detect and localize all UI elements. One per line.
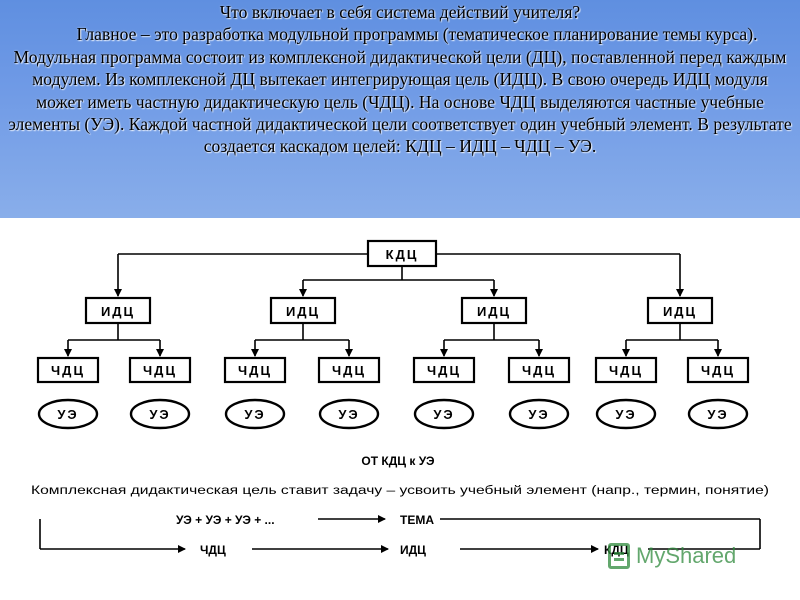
watermark: MyShared: [608, 538, 768, 574]
level4-label: УЭ: [528, 407, 549, 422]
flow-sum-label: УЭ + УЭ + УЭ + ...: [176, 513, 275, 527]
level2-node: ИДЦ: [84, 296, 152, 325]
level4-label: УЭ: [615, 407, 636, 422]
level3-label: ЧДЦ: [609, 363, 643, 378]
level3-node: ЧДЦ: [317, 356, 381, 384]
watermark-text: MyShared: [636, 543, 737, 568]
flow-chdc-label: ЧДЦ: [200, 543, 226, 557]
level3-label: ЧДЦ: [332, 363, 366, 378]
level2-label: ИДЦ: [286, 304, 320, 319]
level4-node: УЭ: [687, 398, 749, 430]
goal-cascade-diagram: КДЦ ИДЦ ИДЦ ИДЦ ИДЦ ЧДЦ ЧДЦ ЧДЦ ЧДЦ ЧДЦ …: [31, 239, 769, 557]
level3-label: ЧДЦ: [522, 363, 556, 378]
level3-label: ЧДЦ: [51, 363, 85, 378]
level3-label: ЧДЦ: [427, 363, 461, 378]
level4-node: УЭ: [595, 398, 657, 430]
level2-node: ИДЦ: [646, 296, 714, 325]
level2-node: ИДЦ: [269, 296, 337, 325]
level4-label: УЭ: [433, 407, 454, 422]
diagram-subtitle: ОТ КДЦ к УЭ: [361, 454, 435, 468]
level3-label: ЧДЦ: [143, 363, 177, 378]
root-node: КДЦ: [366, 239, 438, 268]
level2-label: ИДЦ: [101, 304, 135, 319]
header-text: Что включает в себя система действий учи…: [8, 0, 792, 158]
level4-label: УЭ: [57, 407, 78, 422]
root-label: КДЦ: [386, 247, 419, 262]
header-body: Главное – это разработка модульной прогр…: [8, 24, 792, 157]
level2-label: ИДЦ: [477, 304, 511, 319]
level3-node: ЧДЦ: [594, 356, 658, 384]
level3-node: ЧДЦ: [223, 356, 287, 384]
level4-node: УЭ: [224, 398, 286, 430]
diagram-caption: Комплексная дидактическая цель ставит за…: [31, 485, 769, 497]
level4-node: УЭ: [413, 398, 475, 430]
level3-label: ЧДЦ: [701, 363, 735, 378]
level2-label: ИДЦ: [663, 304, 697, 319]
level4-node: УЭ: [508, 398, 570, 430]
level3-node: ЧДЦ: [686, 356, 750, 384]
flow-idc-label: ИДЦ: [400, 543, 426, 557]
level4-label: УЭ: [707, 407, 728, 422]
header-title: Что включает в себя система действий учи…: [219, 2, 581, 22]
level4-node: УЭ: [318, 398, 380, 430]
level3-node: ЧДЦ: [128, 356, 192, 384]
level4-label: УЭ: [149, 407, 170, 422]
watermark-logo-icon: [608, 543, 630, 569]
level3-label: ЧДЦ: [238, 363, 272, 378]
tree-connectors: [64, 253, 722, 357]
level2-node: ИДЦ: [460, 296, 528, 325]
flow-topic-label: ТЕМА: [400, 513, 434, 527]
level4-node: УЭ: [129, 398, 191, 430]
level4-label: УЭ: [244, 407, 265, 422]
header-panel: Что включает в себя система действий учи…: [0, 0, 800, 218]
flow-connectors: [39, 515, 761, 553]
level4-label: УЭ: [338, 407, 359, 422]
level3-node: ЧДЦ: [412, 356, 476, 384]
level3-node: ЧДЦ: [36, 356, 100, 384]
level4-node: УЭ: [37, 398, 99, 430]
level3-node: ЧДЦ: [507, 356, 571, 384]
